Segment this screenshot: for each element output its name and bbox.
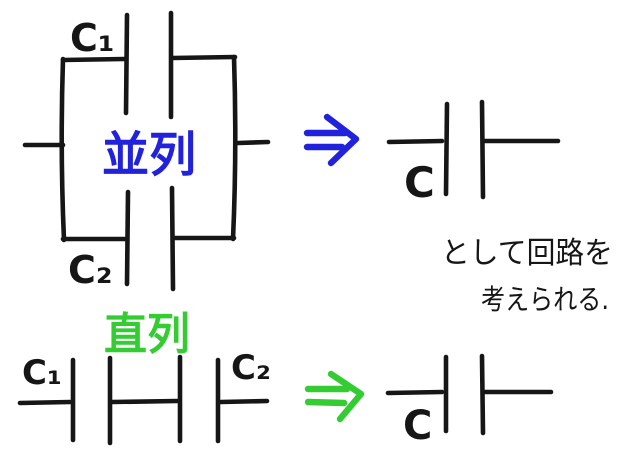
wire-left-lead	[17, 399, 73, 406]
capacitor-plate	[123, 12, 130, 116]
wire-right-vertical	[230, 54, 238, 242]
arrow-bottom-line	[304, 398, 348, 407]
wire-right-lead	[218, 398, 270, 405]
result-capacitor-label: C	[403, 403, 432, 449]
double-arrow-right-icon	[303, 113, 360, 167]
capacitor1-label: C₁	[22, 353, 62, 393]
wire-left	[386, 138, 445, 145]
capacitor-plate	[479, 99, 486, 200]
capacitor-plate	[443, 101, 450, 197]
capacitor-plate	[124, 189, 131, 287]
wire-middle	[109, 398, 180, 405]
wire-left	[385, 389, 445, 396]
arrow-head	[323, 113, 360, 167]
wire-top-right	[169, 54, 238, 61]
capacitor2-label: C₂	[231, 348, 271, 388]
wire-right-lead	[235, 139, 271, 146]
series-result-capacitor: C	[385, 353, 554, 449]
double-arrow-right-icon	[304, 370, 365, 423]
series-title: 直列	[104, 309, 190, 360]
capacitor-plate	[479, 353, 486, 436]
note-text: として回路を 考えられる.	[441, 236, 613, 316]
capacitor2-label: C₂	[68, 248, 113, 292]
parallel-result-capacitor: C	[386, 99, 561, 207]
note-line1: として回路を	[441, 236, 613, 271]
parallel-title: 並列	[102, 127, 196, 183]
wire-top-left	[60, 56, 127, 63]
arrow-head	[327, 370, 365, 423]
result-capacitor-label: C	[404, 158, 435, 207]
series-circuit: 直列 C₁ C₂	[17, 309, 271, 446]
note-line2: 考えられる.	[481, 283, 609, 316]
capacitor1-label: C₁	[70, 16, 115, 60]
parallel-circuit: C₁ C₂ 並列	[22, 10, 271, 292]
wire-left-vertical	[59, 56, 67, 243]
